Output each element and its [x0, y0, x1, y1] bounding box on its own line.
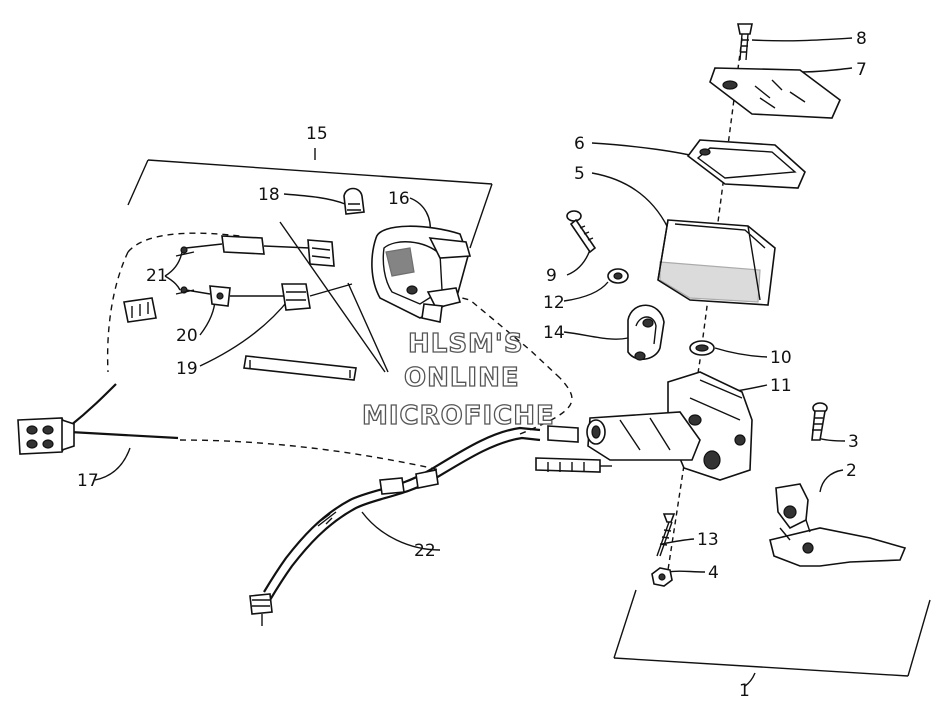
switch-part-18 — [343, 187, 365, 215]
callout-12: 12 — [543, 293, 565, 313]
watermark: HLSM'S ONLINE MICROFICHE — [361, 328, 555, 431]
callout-10: 10 — [770, 348, 792, 368]
watermark-line-2: ONLINE — [404, 363, 520, 393]
callout-11: 11 — [770, 376, 792, 396]
watermark-line-1: HLSM'S — [408, 329, 524, 359]
harness-part-17 — [17, 232, 573, 471]
master-cylinder-part-11 — [586, 371, 753, 481]
callout-19: 19 — [176, 359, 198, 379]
callout-4: 4 — [708, 563, 719, 583]
cable-part-22 — [249, 425, 612, 626]
bracket-part-20 — [180, 285, 231, 307]
washer-part-12 — [607, 268, 629, 284]
callout-18: 18 — [258, 185, 280, 205]
screw-part-13 — [656, 513, 676, 557]
callout-2: 2 — [846, 461, 857, 481]
brake-lever-part-2 — [769, 483, 907, 567]
callout-15: 15 — [306, 124, 328, 144]
gasket-part-6 — [686, 139, 806, 189]
grip-tube — [243, 355, 357, 381]
group-bracket-1 — [613, 589, 931, 677]
screw-part-21 — [175, 251, 195, 295]
cover-part-7 — [709, 67, 841, 119]
nut-part-4 — [651, 567, 673, 587]
callout-17: 17 — [77, 471, 99, 491]
oring-part-10 — [689, 340, 715, 356]
callout-6: 6 — [574, 134, 585, 154]
callout-20: 20 — [176, 326, 198, 346]
callout-1: 1 — [739, 681, 750, 701]
callout-16: 16 — [388, 189, 410, 209]
clamp-part-14 — [627, 304, 665, 361]
connector-part-19 — [230, 283, 353, 311]
callout-14: 14 — [543, 323, 565, 343]
leader-lines — [94, 37, 853, 687]
bolt-part-3 — [811, 402, 828, 441]
callout-7: 7 — [856, 60, 867, 80]
reservoir-part-5 — [657, 219, 776, 306]
callout-5: 5 — [574, 164, 585, 184]
wire-lead-upper — [180, 235, 335, 267]
callout-3: 3 — [848, 432, 859, 452]
callout-21: 21 — [146, 266, 168, 286]
callout-22: 22 — [414, 541, 436, 561]
callout-8: 8 — [856, 29, 867, 49]
screw-part-8 — [737, 23, 753, 61]
bolt-part-9 — [566, 210, 597, 254]
callout-9: 9 — [546, 266, 557, 286]
switch-housing-part-16 — [371, 225, 472, 323]
assembly-axis — [667, 37, 743, 571]
watermark-line-3: MICROFICHE — [362, 401, 555, 431]
callout-13: 13 — [697, 530, 719, 550]
